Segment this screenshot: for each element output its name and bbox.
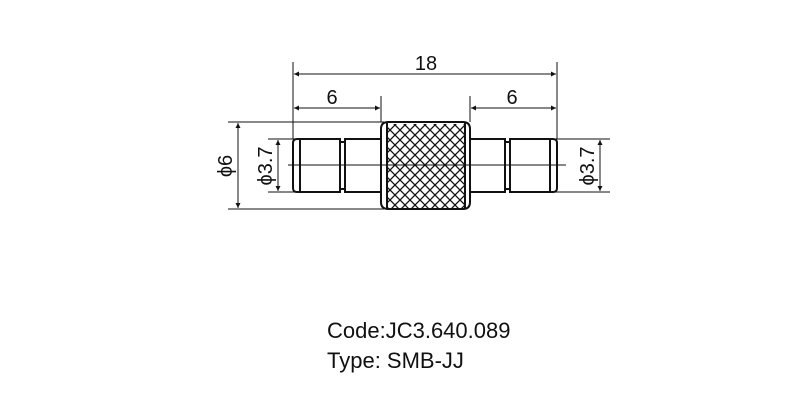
dim-label-d6: ϕ6 [215,155,237,177]
dim-label-6-left: 6 [326,87,337,109]
dim-label-d37-left: ϕ3.7 [255,146,277,185]
part-type: Type: SMB-JJ [327,348,464,373]
dim-label-d37-right: ϕ3.7 [577,146,599,185]
dim-label-6-right: 6 [506,87,517,109]
part-code: Code:JC3.640.089 [327,318,511,343]
dim-label-18: 18 [415,53,437,75]
